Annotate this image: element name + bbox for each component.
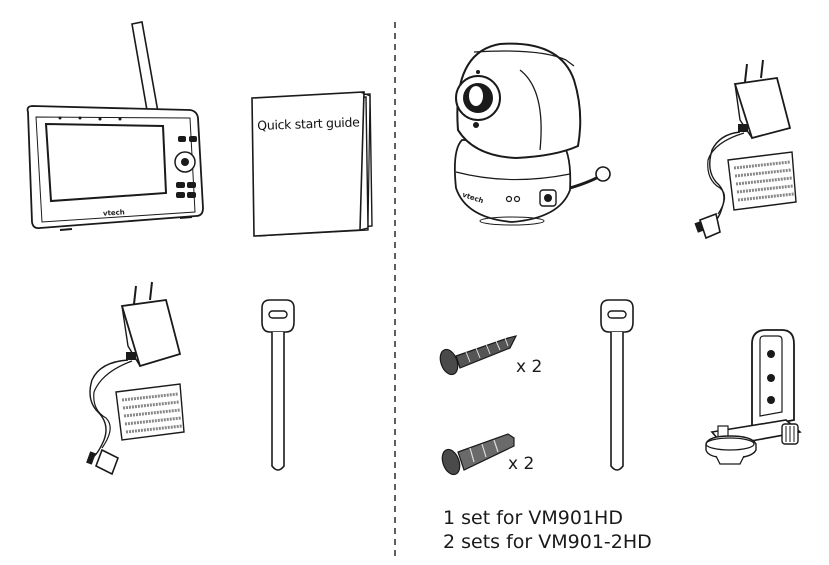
monitor-brand-logo: vtech: [102, 208, 126, 218]
cable-tie-right-icon: [600, 299, 634, 471]
screw-quantity-label: x 2: [516, 357, 543, 377]
mounting-kit-note-line-1: 1 set for VM901HD: [443, 507, 623, 529]
camera-icon: [453, 42, 611, 226]
parent-monitor-icon: [26, 21, 204, 231]
anchor-quantity-label: x 2: [508, 454, 535, 474]
booklet-icon: [251, 91, 373, 237]
screw-icon: [439, 335, 518, 376]
cable-tie-left-icon: [261, 299, 295, 471]
monitor-power-adapter-icon: [86, 281, 185, 476]
camera-power-adapter-icon: [694, 59, 797, 240]
mounting-kit-note-line-2: 2 sets for VM901-2HD: [443, 531, 652, 553]
wall-anchor-icon: [441, 433, 515, 476]
wall-mount-bracket-icon: [705, 329, 802, 465]
